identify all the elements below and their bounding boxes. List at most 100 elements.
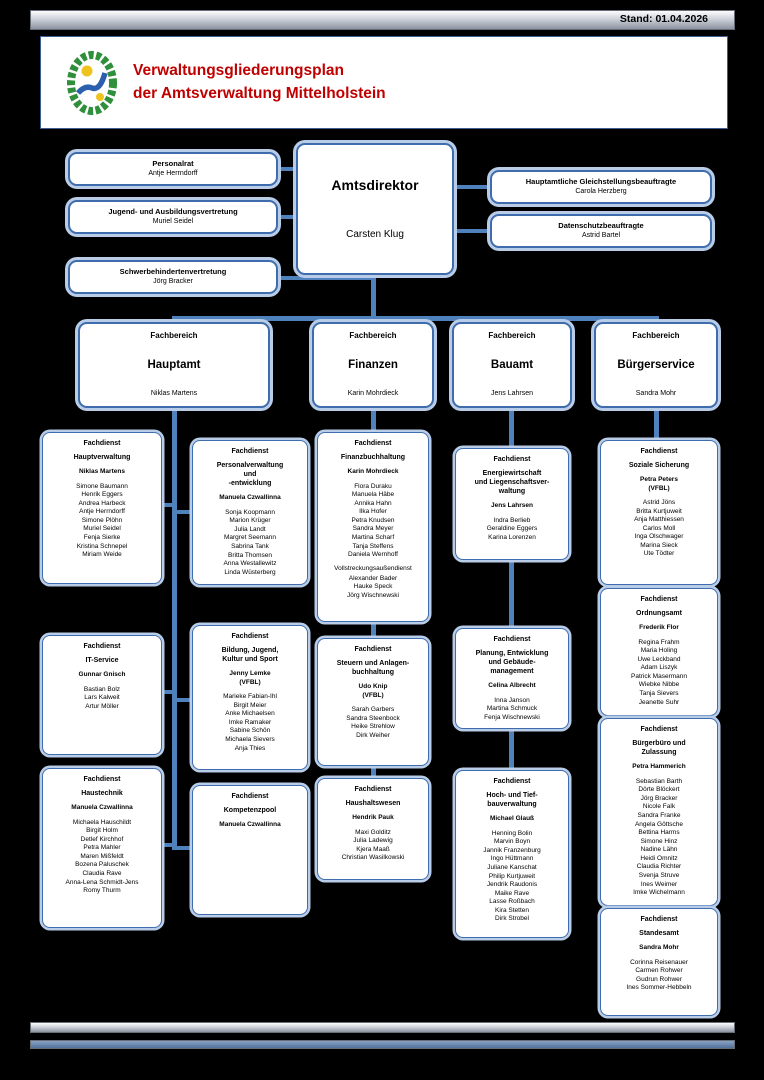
staff-name: Flora Duraku (354, 482, 392, 490)
connector-line (160, 690, 174, 694)
staff-name: Simone Plöhn (81, 516, 123, 524)
staff-name: Philip Kurtjuweit (488, 872, 536, 880)
staff-name: Lasse Roßbach (489, 898, 535, 906)
staff-name: Detlef Kirchhof (80, 835, 124, 843)
staff-name: Marieke Fabian-Ihl (223, 693, 277, 701)
fachdienst-head: Petra Peters (VFBL) (640, 476, 678, 492)
box-title: Hauptamtliche Gleichstellungsbeauftragte (525, 177, 677, 186)
bottom-bar-blue (30, 1040, 735, 1049)
fachdienst-label: Fachdienst (231, 633, 269, 640)
fachdienst-label: Fachdienst (493, 778, 531, 785)
fachdienst-label: Fachdienst (640, 448, 678, 455)
connector-line (454, 229, 490, 233)
staff-name: Britta Kurtjuweit (636, 507, 682, 515)
fachdienst-label: Fachdienst (83, 440, 121, 447)
staff-name: Kira Stetten (495, 906, 529, 914)
personalrat-box: Personalrat Antje Herrndorff (68, 152, 278, 186)
fachdienst-head: Hendrik Pauk (352, 814, 394, 822)
fachdienst-label: Fachdienst (83, 643, 121, 650)
fachbereich-head: Karin Mohrdieck (347, 390, 399, 397)
staff-name: Anja Thies (234, 744, 266, 752)
fachbereich-label: Fachbereich (632, 331, 680, 340)
fachbereich-hauptamt-box: Fachbereich Hauptamt Niklas Martens (78, 322, 270, 408)
staff-name: Jeanette Suhr (638, 698, 680, 706)
bottom-bar-gray (30, 1022, 735, 1033)
staff-name: Martina Scharf (351, 534, 395, 541)
staff-name: Ilka Hofer (359, 508, 387, 516)
staff-name: Henning Bolin (491, 829, 533, 837)
staff-name: Antje Herrndorff (79, 508, 125, 516)
fachdienst-name: Energiewirtschaft und Liegenschaftsver- … (474, 470, 550, 496)
box-title: Personalrat (152, 159, 194, 168)
connector-line (160, 843, 174, 847)
fachdienst-label: Fachdienst (493, 636, 531, 643)
staff-name: Regina Frahm (638, 638, 680, 646)
staff-name: Imke Ramaker (228, 718, 272, 726)
staff-name: Wiebke Nibbe (638, 681, 680, 689)
fachdienst-label: Fachdienst (640, 596, 678, 603)
staff-name: Imke Wichelmann (633, 889, 685, 897)
staff-name: Ingo Hüttmann (490, 855, 534, 863)
fachdienst-name: IT-Service (85, 657, 119, 664)
connector-line (454, 185, 490, 189)
staff-name: Ines Weimer (640, 880, 678, 888)
box-name: Carola Herzberg (575, 188, 627, 195)
director-name: Carsten Klug (346, 229, 404, 240)
connector-line (172, 316, 659, 321)
staff-name: Sonja Koopmann (225, 508, 275, 516)
staff-name: Birgit Meier (233, 701, 267, 709)
fachdienst-label: Fachdienst (354, 646, 392, 653)
fachdienst-head: Manuela Czwallinna (219, 494, 281, 502)
fachbereich-head: Sandra Mohr (635, 390, 677, 397)
staff-name: Michaela Hauschildt (72, 818, 132, 826)
connector-line (175, 510, 193, 514)
staff-name: Heidi Omnitz (640, 854, 678, 862)
fachdienst-name: Haushaltswesen (345, 800, 401, 807)
fachdienst-head: Celina Albrecht (488, 682, 536, 690)
box-name: Jörg Bracker (153, 278, 193, 285)
staff-name: Maria Holing (640, 647, 678, 655)
fachdienst-name: Hoch- und Tief- bauverwaltung (486, 792, 538, 809)
schwerbehindertenvertretung-box: Schwerbehindertenvertretung Jörg Bracker (68, 260, 278, 294)
staff-name: Julia Ladewig (353, 837, 393, 845)
staff-name: Martina Schmuck (486, 705, 538, 713)
staff-name: Geraldine Eggers (486, 525, 538, 533)
staff-name: Sarah Garbers (351, 706, 395, 714)
staff-name: Britta Thomsen (228, 551, 272, 559)
box-name: Muriel Seidel (152, 218, 194, 225)
staff-name: Corinna Reisenauer (630, 958, 688, 966)
page-title-line1: Verwaltungsgliederungsplan (133, 62, 345, 80)
fachdienst-head: Gunnar Gnisch (78, 671, 126, 679)
staff-name: Henrik Eggers (81, 491, 123, 499)
staff-name: Daniela Wernhoff (348, 551, 398, 559)
fachdienst-name: Planung, Entwicklung und Gebäude- manage… (475, 650, 549, 676)
staff-name: Sandra Meyer (352, 525, 394, 533)
fachdienst-head: Jenny Lemke (VFBL) (229, 670, 271, 686)
fachdienst-label: Fachdienst (640, 726, 678, 733)
staff-name: Alexander Bader (348, 574, 398, 582)
staff-name: Dörte Blöckert (638, 786, 680, 794)
staff-name: Maxi Golditz (355, 828, 391, 836)
connector-line (175, 846, 193, 850)
fachdienst-label: Fachdienst (231, 448, 269, 455)
staff-name: Nadine Lähn (640, 846, 678, 854)
connector-line (278, 276, 376, 280)
staff-name: Simone Hinz (640, 837, 678, 845)
connector-line (654, 316, 659, 324)
staff-name: Astrid Jöns (642, 498, 676, 506)
staff-name: Inna Janson (494, 696, 530, 704)
staff-name: Jannik Franzenburg (483, 846, 541, 854)
fachdienst-label: Fachdienst (354, 786, 392, 793)
staff-name: Anke Michaelsen (225, 710, 275, 718)
staff-name: Andrea Harbeck (78, 499, 126, 507)
fachdienst-label: Fachdienst (640, 916, 678, 923)
staff-name: Tanja Steffens (352, 542, 394, 550)
